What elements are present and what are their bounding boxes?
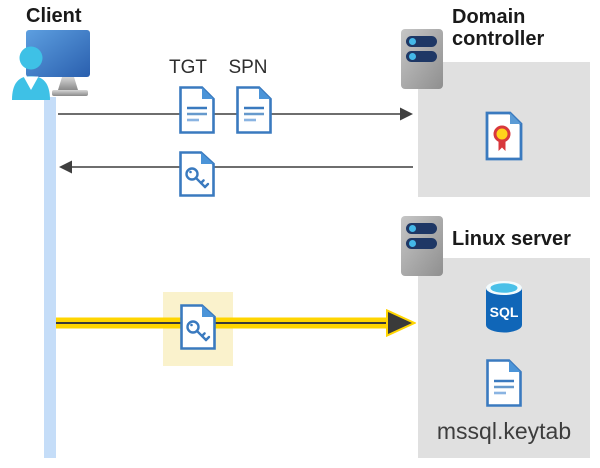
sql-database-icon: SQL [483,280,525,334]
ticket-key-document-icon [178,150,216,198]
domain-controller-server-icon [400,28,444,90]
client-icon [4,26,96,100]
keytab-document-icon [485,358,523,408]
spn-document-icon [235,85,273,135]
client-timeline [44,97,56,458]
request-arrow [56,107,414,121]
linux-server-title: Linux server [452,228,571,250]
keytab-filename-label: mssql.keytab [436,418,572,444]
tgt-label: TGT [169,57,207,78]
sql-icon-text: SQL [490,304,519,320]
response-arrow [58,160,414,174]
keytab-key-document-icon [179,303,217,351]
linux-server-icon [400,215,444,277]
certificate-icon [484,110,524,162]
client-title: Client [26,5,82,27]
left-arrow-icon [59,160,413,174]
domain-controller-title: Domain controller [452,6,545,50]
tgt-document-icon [178,85,216,135]
yellow-arrow-icon [56,309,416,337]
sql-connection-arrow [56,309,416,337]
spn-label: SPN [228,57,268,78]
right-arrow-icon [58,107,413,121]
